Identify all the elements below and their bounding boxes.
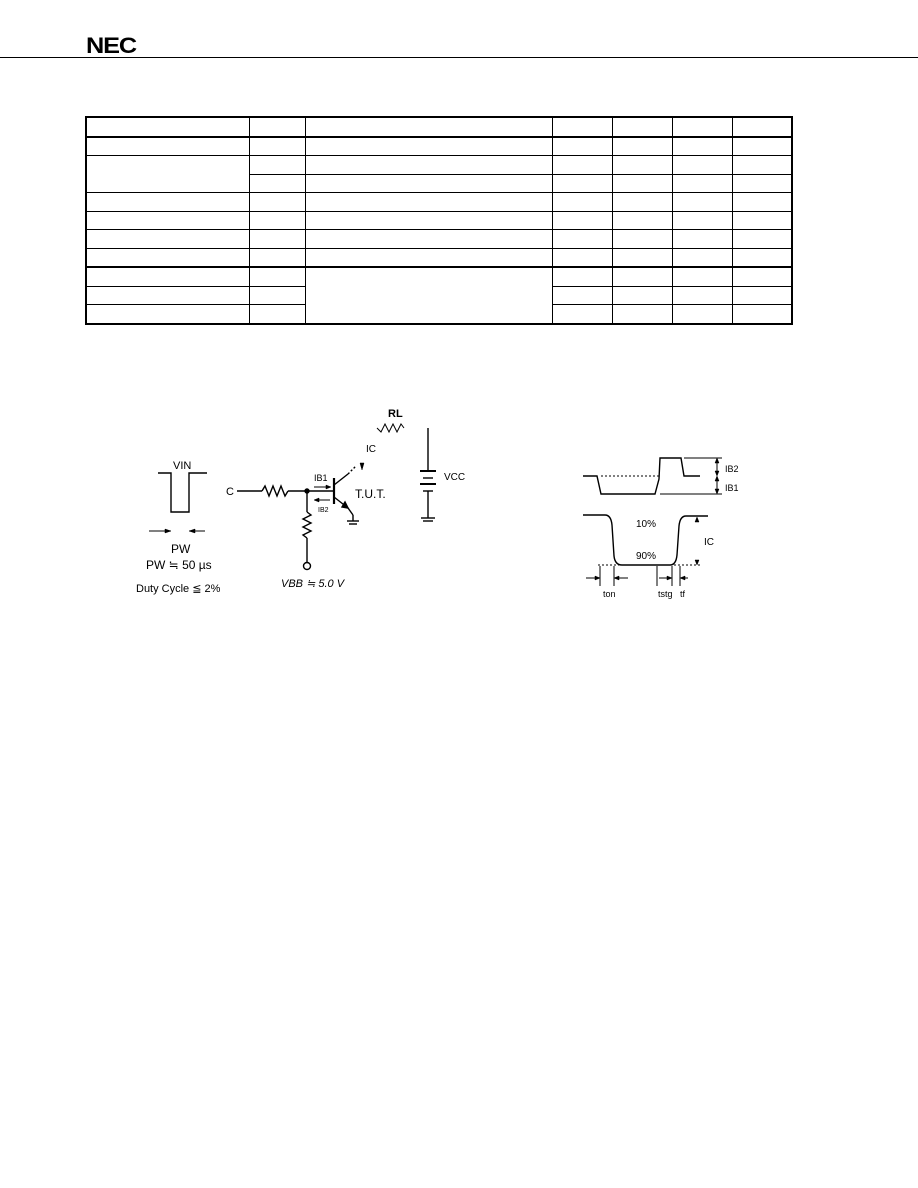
ten-percent-label: 10% <box>636 519 656 530</box>
characteristics-table <box>85 116 793 325</box>
table-cell <box>731 116 793 138</box>
table-cell <box>731 266 793 287</box>
tstg-label: tstg <box>658 589 673 599</box>
table-row <box>85 192 793 212</box>
table-row <box>85 229 793 249</box>
ib2-arrow <box>313 497 330 503</box>
table-row <box>86 173 793 194</box>
table-row <box>85 285 793 306</box>
input-pulse-waveform <box>149 472 207 534</box>
ninety-percent-label: 90% <box>636 551 656 562</box>
input-resistor <box>237 484 334 498</box>
collector-current-waveform <box>583 514 708 586</box>
table-row <box>85 210 793 231</box>
bias-resistor <box>301 491 313 571</box>
vcc-battery <box>420 428 436 522</box>
pw-value: PW ≒ 50 µs <box>146 558 212 572</box>
table-row <box>85 304 793 325</box>
vcc-label: VCC <box>444 472 465 483</box>
input-node-label: C <box>226 486 234 498</box>
table-cell <box>85 155 250 194</box>
ic-wave-label: IC <box>704 537 714 548</box>
tf-label: tf <box>680 589 686 599</box>
vbb-label: VBB ≒ 5.0 V <box>281 578 346 590</box>
ton-label: ton <box>603 589 616 599</box>
table-row <box>85 247 793 268</box>
table-cell <box>731 136 793 157</box>
rl-label: RL <box>388 408 403 420</box>
vin-label: VIN <box>173 460 191 472</box>
ib2-wave-label: IB2 <box>725 464 739 474</box>
load-resistor <box>376 422 405 434</box>
ib1-wave-label: IB1 <box>725 483 739 493</box>
table-cell <box>248 304 306 325</box>
ib1-arrow <box>314 484 332 490</box>
table-cell <box>731 304 793 325</box>
table-header-row <box>85 116 793 138</box>
tut-label: T.U.T. <box>355 487 386 501</box>
duty-cycle-label: Duty Cycle ≦ 2% <box>136 583 221 595</box>
ic-arrow <box>359 462 365 471</box>
table-row <box>85 136 793 157</box>
header-rule <box>0 57 918 58</box>
transistor-symbol <box>332 465 359 525</box>
pw-label: PW <box>171 542 191 556</box>
ic-circuit-label: IC <box>366 444 376 455</box>
base-current-waveform <box>583 457 722 495</box>
nec-logo: NEC <box>86 33 137 58</box>
table-row <box>85 155 793 194</box>
ib2-circuit-label: IB2 <box>318 507 329 514</box>
ib1-circuit-label: IB1 <box>314 473 328 483</box>
